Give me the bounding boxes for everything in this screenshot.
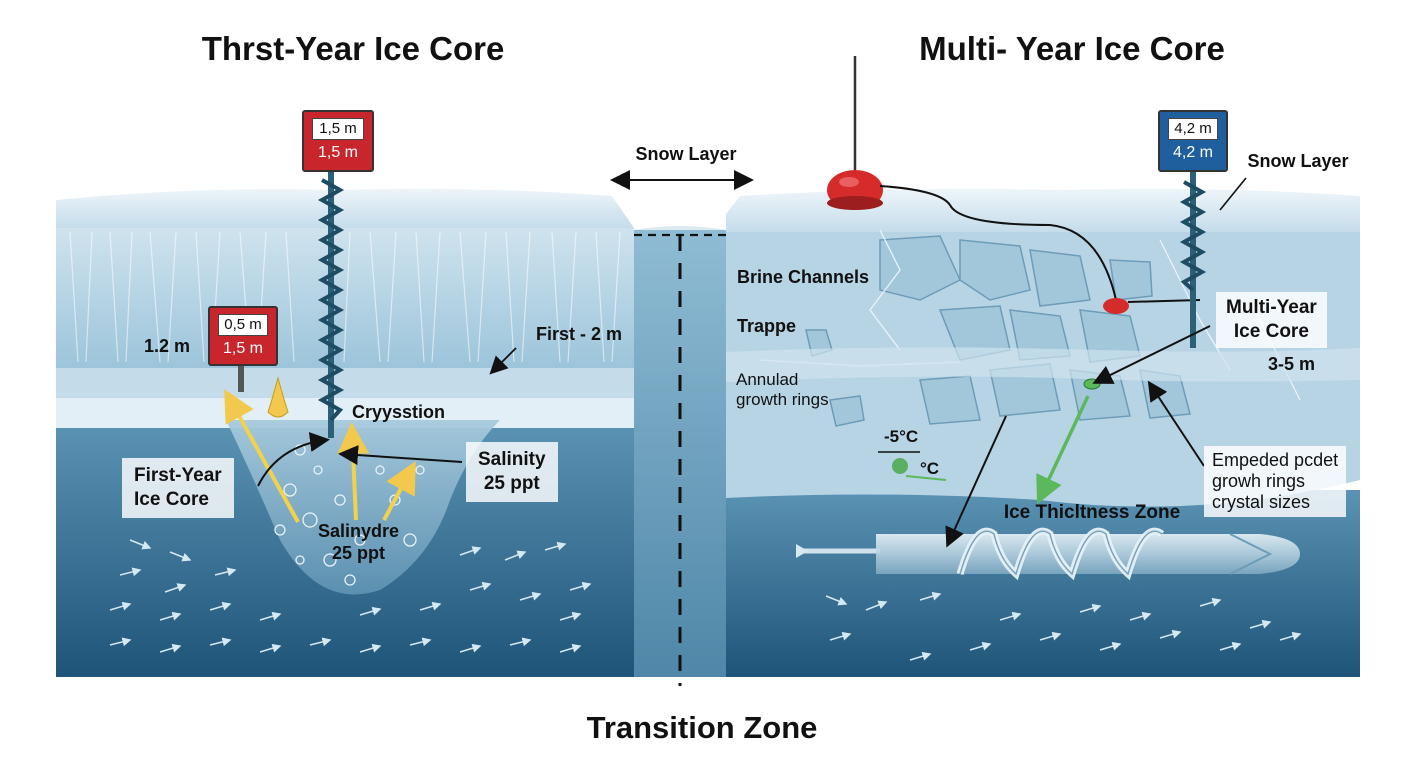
label-depth-right: 3-5 m (1268, 354, 1315, 374)
left-small-depth-gauge: 0,5 m 1,5 m (208, 306, 278, 366)
left-main-depth-gauge: 1,5 m 1,5 m (302, 110, 374, 172)
title-left: Thrst-Year Ice Core (202, 30, 505, 67)
sensor-wire (1127, 299, 1201, 303)
embedded-arrow (1147, 380, 1205, 467)
green-sensor (892, 378, 1101, 505)
transition-gap (610, 170, 754, 686)
right-snow-pointer (1219, 177, 1247, 211)
label-ice-thickness-zone: Ice Thicltness Zone (1004, 502, 1180, 523)
left-snow-layer (56, 188, 634, 228)
left-brine-pocket (226, 420, 500, 595)
red-buoy (827, 56, 883, 210)
annual-rings-label: Annulad growth rings (736, 370, 829, 409)
core-to-tube-arrow (945, 415, 1007, 548)
label-crystallization: Cryysstion (352, 402, 445, 422)
text-layer: Thrst-Year Ice Core Multi- Year Ice Core… (144, 30, 1349, 745)
title-right: Multi- Year Ice Core (919, 30, 1225, 67)
label-temp-b: °C (920, 459, 939, 478)
left-small-gauge-stem (238, 362, 244, 392)
right-water-flow-arrows (825, 591, 1302, 661)
right-main-depth-gauge: 4,2 m 4,2 m (1158, 110, 1228, 172)
first-2m-arrow (489, 347, 517, 375)
salinity-bottom-label: Salinydre 25 ppt (318, 521, 400, 563)
first-year-core-arrow (257, 432, 330, 487)
yellow-drop-icon (267, 376, 289, 418)
yellow-flow-arrows (224, 389, 416, 523)
right-growth-band (726, 347, 1360, 382)
title-bottom: Transition Zone (587, 710, 818, 745)
right-water (726, 490, 1360, 677)
embedded-label: Empeded pcdet growh rings crystal sizes (1204, 446, 1347, 517)
left-small-gauge-value: 1,5 m (222, 340, 263, 357)
first-year-ice-block (56, 168, 634, 677)
label-snow-layer-right: Snow Layer (1247, 151, 1348, 171)
right-snow-layer (726, 188, 1360, 232)
salinity-box: Salinity 25 ppt (466, 442, 558, 502)
buoy-cable (879, 185, 1117, 301)
left-small-gauge-window: 0,5 m (218, 314, 268, 336)
multi-year-core-label: Multi-Year Ice Core (1216, 292, 1327, 348)
right-auger (1179, 168, 1207, 348)
first-year-core-label: First-Year Ice Core (122, 458, 234, 518)
right-main-gauge-value: 4,2 m (1172, 144, 1213, 161)
left-main-gauge-value: 1,5 m (317, 144, 358, 161)
left-auger (317, 168, 345, 438)
right-main-gauge-window: 4,2 m (1168, 118, 1218, 140)
label-depth-left: 1.2 m (144, 336, 190, 356)
label-first-2m: First - 2 m (536, 324, 622, 344)
label-temp-a: -5°C (884, 427, 918, 446)
left-main-gauge-window: 1,5 m (312, 118, 364, 140)
label-snow-layer-center: Snow Layer (635, 144, 736, 164)
left-crystal-striations (69, 231, 621, 363)
salinity-arrow (338, 445, 463, 466)
multi-year-ice-block (726, 56, 1360, 677)
core-sample-tube (796, 527, 1300, 581)
red-sensor-node (1103, 298, 1129, 314)
label-trapped: Trappe (737, 316, 796, 336)
multi-year-core-arrow (1092, 325, 1211, 384)
label-brine-channels: Brine Channels (737, 267, 869, 287)
left-band-upper (56, 368, 634, 398)
left-bubbles (274, 444, 425, 586)
left-water-flow-arrows (109, 539, 592, 653)
